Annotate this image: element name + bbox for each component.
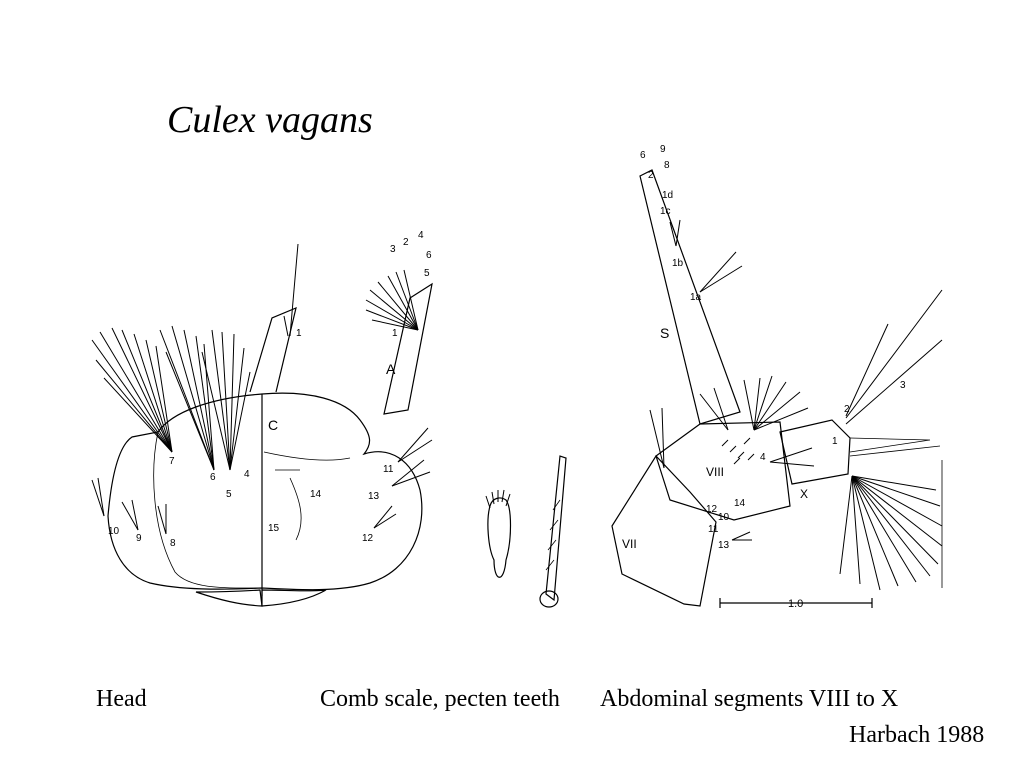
figure-label: 2: [403, 237, 409, 248]
figure-label: A: [386, 361, 396, 377]
figure-label: 4: [760, 452, 766, 463]
comb-caption: Comb scale, pecten teeth: [320, 686, 560, 712]
figure-label: 2: [648, 170, 654, 181]
figure-label: 4: [244, 469, 250, 480]
figure-label: 1: [392, 328, 398, 339]
figure-label: 2: [844, 404, 850, 415]
figure-label: 5: [424, 268, 430, 279]
figure-label: 10: [108, 526, 120, 537]
figure-label: 15: [268, 523, 280, 534]
figure-label: 9: [660, 144, 666, 155]
figure-label: 6: [640, 150, 646, 161]
figure-label: 1.0: [788, 598, 803, 610]
figure-label: 1b: [672, 258, 684, 269]
figure-label: 8: [170, 538, 176, 549]
figure-label: 7: [169, 456, 175, 467]
figure-label: 14: [310, 489, 322, 500]
figure-label: 1: [832, 436, 838, 447]
figure-label: 6: [426, 250, 432, 261]
figure-label: 5: [226, 489, 232, 500]
figure-label: 3: [390, 244, 396, 255]
figure-label: X: [800, 487, 808, 501]
figure-label: 11: [708, 524, 719, 535]
figure-label: 14: [734, 498, 746, 509]
figure-label: 12: [362, 533, 374, 544]
figure-label: VIII: [706, 465, 724, 479]
figure-label: C: [268, 417, 278, 433]
head-caption: Head: [96, 686, 147, 712]
source-credit: Harbach 1988: [849, 722, 985, 748]
figure-label: 6: [210, 472, 216, 483]
figure-label: 10: [718, 512, 730, 523]
figure-label: 1a: [690, 292, 702, 303]
figure-label: 3: [900, 380, 906, 391]
figure-label: 1c: [660, 206, 671, 217]
abdomen-caption: Abdominal segments VIII to X: [600, 686, 899, 712]
figure-label: 11: [383, 464, 394, 475]
figure-label: 4: [418, 230, 424, 241]
figure-label: 12: [706, 504, 718, 515]
figure-label: VII: [622, 537, 637, 551]
figure-label: 9: [136, 533, 142, 544]
slide-title: Culex vagans: [167, 99, 373, 141]
figure-label: S: [660, 325, 669, 341]
figure-label: 13: [368, 491, 380, 502]
figure-label: 1d: [662, 190, 673, 201]
head-label: 1: [296, 328, 302, 339]
figure-label: 8: [664, 160, 670, 171]
figure-label: 13: [718, 540, 730, 551]
